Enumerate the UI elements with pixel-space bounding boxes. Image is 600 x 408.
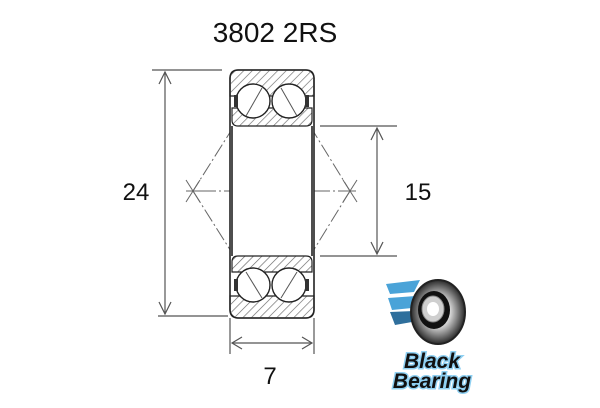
black-bearing-logo: Black Bearing: [386, 279, 473, 395]
bearing-section: [229, 69, 315, 319]
inner-diameter-dimension: [320, 125, 397, 257]
bearing-logo-icon: [410, 279, 466, 345]
logo-text-bearing: Bearing: [393, 370, 471, 393]
inner-diameter-label: 15: [405, 179, 432, 206]
width-label: 7: [263, 363, 276, 390]
speed-wings-icon: [386, 280, 420, 325]
width-dimension: [229, 318, 315, 354]
part-title: 3802 2RS: [213, 17, 338, 48]
outer-diameter-dimension: [152, 69, 228, 317]
center-lines: [185, 125, 358, 257]
logo-text-black: Black: [404, 350, 461, 373]
outer-diameter-label: 24: [123, 179, 150, 206]
